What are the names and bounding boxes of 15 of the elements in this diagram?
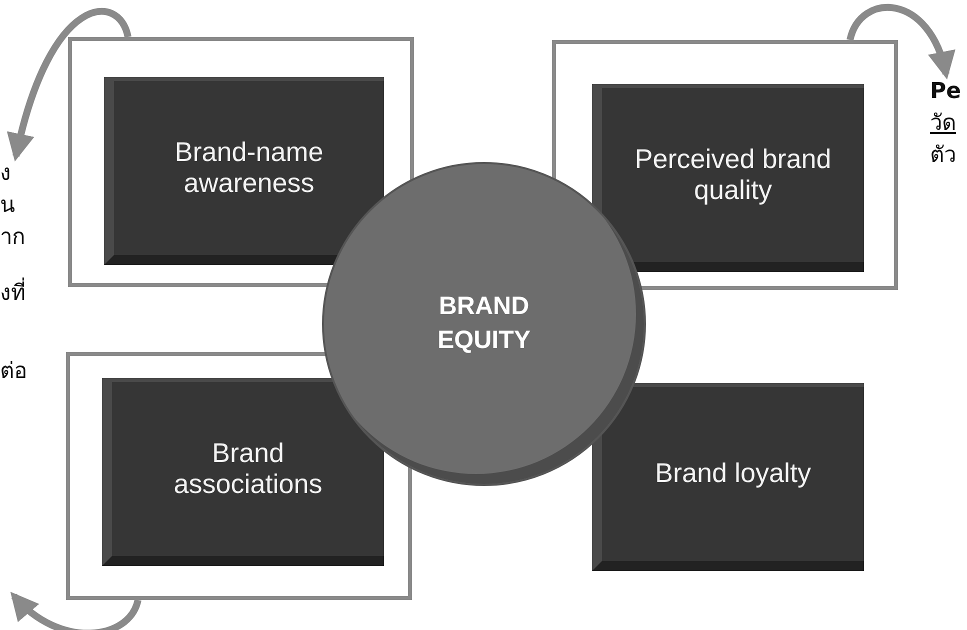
side-text: ตัว (930, 142, 957, 170)
outline-frame (68, 37, 414, 287)
concept-box: Brand-name awareness (104, 77, 384, 265)
side-text: ง ่น าก (0, 160, 26, 252)
side-text: งที่ (0, 278, 26, 310)
curved-arrow (10, 592, 142, 630)
concept-box: Brand loyalty (592, 383, 864, 571)
concept-box: Perceived brand quality (592, 84, 864, 272)
curved-arrow (846, 4, 954, 80)
side-text: ต่อ (0, 358, 27, 386)
concept-box: Brand associations (102, 378, 384, 566)
side-text: วัด (930, 110, 957, 138)
side-text: Pe (930, 78, 962, 106)
outline-frame (552, 40, 898, 290)
outline-frame (66, 352, 412, 600)
